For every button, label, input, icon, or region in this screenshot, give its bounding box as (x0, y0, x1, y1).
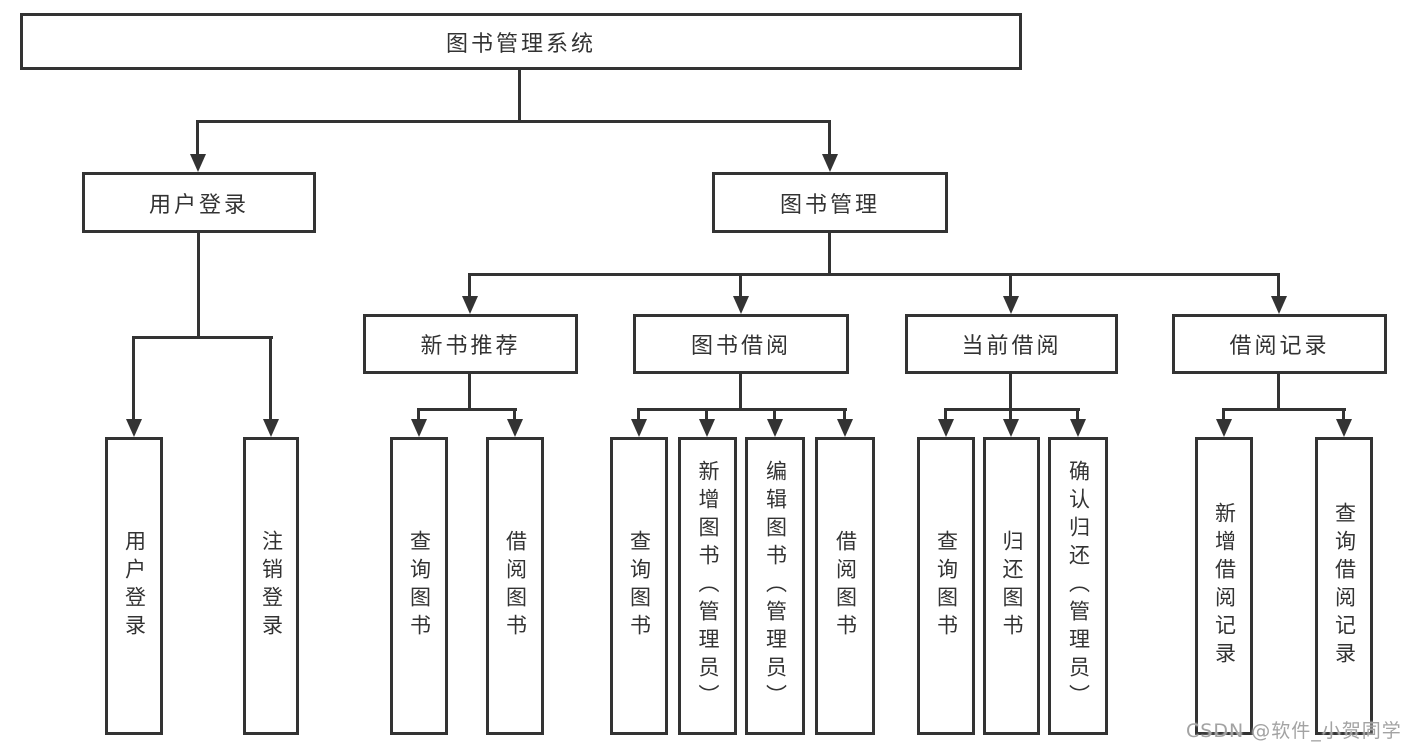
arrowhead-down-icon (1271, 296, 1287, 314)
node-label: 图书管理系统 (445, 31, 596, 57)
connector (773, 408, 776, 419)
leaf-user-login: 用户登录 (105, 437, 163, 735)
connector (468, 374, 471, 408)
node-label: 图书借阅 (690, 334, 791, 359)
node-root-library-system: 图书管理系统 (20, 13, 1022, 70)
connector (518, 70, 521, 120)
node-new-book-recommend: 新书推荐 (363, 314, 578, 374)
leaf-label: 查询借阅记录 (1332, 502, 1357, 670)
leaf-label: 用户登录 (122, 530, 147, 642)
arrowhead-down-icon (411, 419, 427, 437)
connector (417, 408, 517, 411)
connector (197, 233, 200, 336)
node-book-management: 图书管理 (712, 172, 948, 233)
node-label: 当前借阅 (961, 334, 1062, 359)
leaf-label: 确认归还（管理员） (1066, 460, 1091, 712)
leaf-query-books-borrowing: 查询图书 (610, 437, 668, 735)
leaf-label: 注销登录 (259, 530, 284, 642)
arrowhead-down-icon (462, 296, 478, 314)
connector (1222, 408, 1225, 419)
arrowhead-down-icon (631, 419, 647, 437)
connector (1342, 408, 1345, 419)
connector (637, 408, 847, 411)
arrowhead-down-icon (822, 154, 838, 172)
leaf-label: 查询图书 (407, 530, 432, 642)
connector (739, 374, 742, 408)
connector (132, 336, 135, 419)
leaf-add-borrow-record: 新增借阅记录 (1195, 437, 1253, 735)
arrowhead-down-icon (733, 296, 749, 314)
leaf-query-books-current: 查询图书 (917, 437, 975, 735)
leaf-confirm-return-admin: 确认归还（管理员） (1048, 437, 1108, 735)
node-user-login-branch: 用户登录 (82, 172, 316, 233)
connector (944, 408, 947, 419)
connector (828, 233, 831, 273)
leaf-query-books-recommend: 查询图书 (390, 437, 448, 735)
connector (513, 408, 516, 419)
connector (828, 120, 831, 154)
watermark: CSDN @软件_小贺同学 (1186, 720, 1402, 742)
arrowhead-down-icon (1003, 296, 1019, 314)
connector (944, 408, 1080, 411)
leaf-label: 编辑图书（管理员） (763, 460, 788, 712)
arrowhead-down-icon (699, 419, 715, 437)
connector (468, 273, 1280, 276)
connector (417, 408, 420, 419)
connector (1076, 408, 1079, 419)
leaf-label: 新增借阅记录 (1212, 502, 1237, 670)
connector (843, 408, 846, 419)
arrowhead-down-icon (1336, 419, 1352, 437)
arrowhead-down-icon (507, 419, 523, 437)
node-label: 借阅记录 (1229, 334, 1330, 359)
arrowhead-down-icon (767, 419, 783, 437)
node-label: 图书管理 (779, 192, 880, 218)
leaf-edit-books-admin: 编辑图书（管理员） (745, 437, 805, 735)
connector (637, 408, 640, 419)
connector (739, 273, 742, 296)
leaf-query-borrow-record: 查询借阅记录 (1315, 437, 1373, 735)
connector (705, 408, 708, 419)
connector (1222, 408, 1346, 411)
leaf-borrow-books-borrowing: 借阅图书 (815, 437, 875, 735)
arrowhead-down-icon (190, 154, 206, 172)
connector (1009, 273, 1012, 296)
node-label: 用户登录 (148, 192, 249, 218)
leaf-label: 查询图书 (934, 530, 959, 642)
connector (1277, 273, 1280, 296)
leaf-return-books: 归还图书 (983, 437, 1040, 735)
connector (468, 273, 471, 296)
connector (269, 336, 272, 419)
leaf-logout: 注销登录 (243, 437, 299, 735)
leaf-add-books-admin: 新增图书（管理员） (678, 437, 737, 735)
leaf-borrow-books-recommend: 借阅图书 (486, 437, 544, 735)
leaf-label: 借阅图书 (503, 530, 528, 642)
node-borrow-records: 借阅记录 (1172, 314, 1387, 374)
node-current-borrowing: 当前借阅 (905, 314, 1118, 374)
arrowhead-down-icon (837, 419, 853, 437)
connector (1277, 374, 1280, 408)
arrowhead-down-icon (1003, 419, 1019, 437)
leaf-label: 查询图书 (627, 530, 652, 642)
arrowhead-down-icon (126, 419, 142, 437)
connector (1009, 374, 1012, 408)
connector (1009, 408, 1012, 419)
leaf-label: 新增图书（管理员） (696, 460, 720, 712)
arrowhead-down-icon (1070, 419, 1086, 437)
leaf-label: 归还图书 (1000, 530, 1024, 642)
arrowhead-down-icon (1216, 419, 1232, 437)
node-label: 新书推荐 (420, 334, 521, 359)
arrowhead-down-icon (938, 419, 954, 437)
connector (132, 336, 273, 339)
node-book-borrowing: 图书借阅 (633, 314, 849, 374)
connector (196, 120, 199, 154)
connector (196, 120, 831, 123)
leaf-label: 借阅图书 (833, 530, 858, 642)
arrowhead-down-icon (263, 419, 279, 437)
